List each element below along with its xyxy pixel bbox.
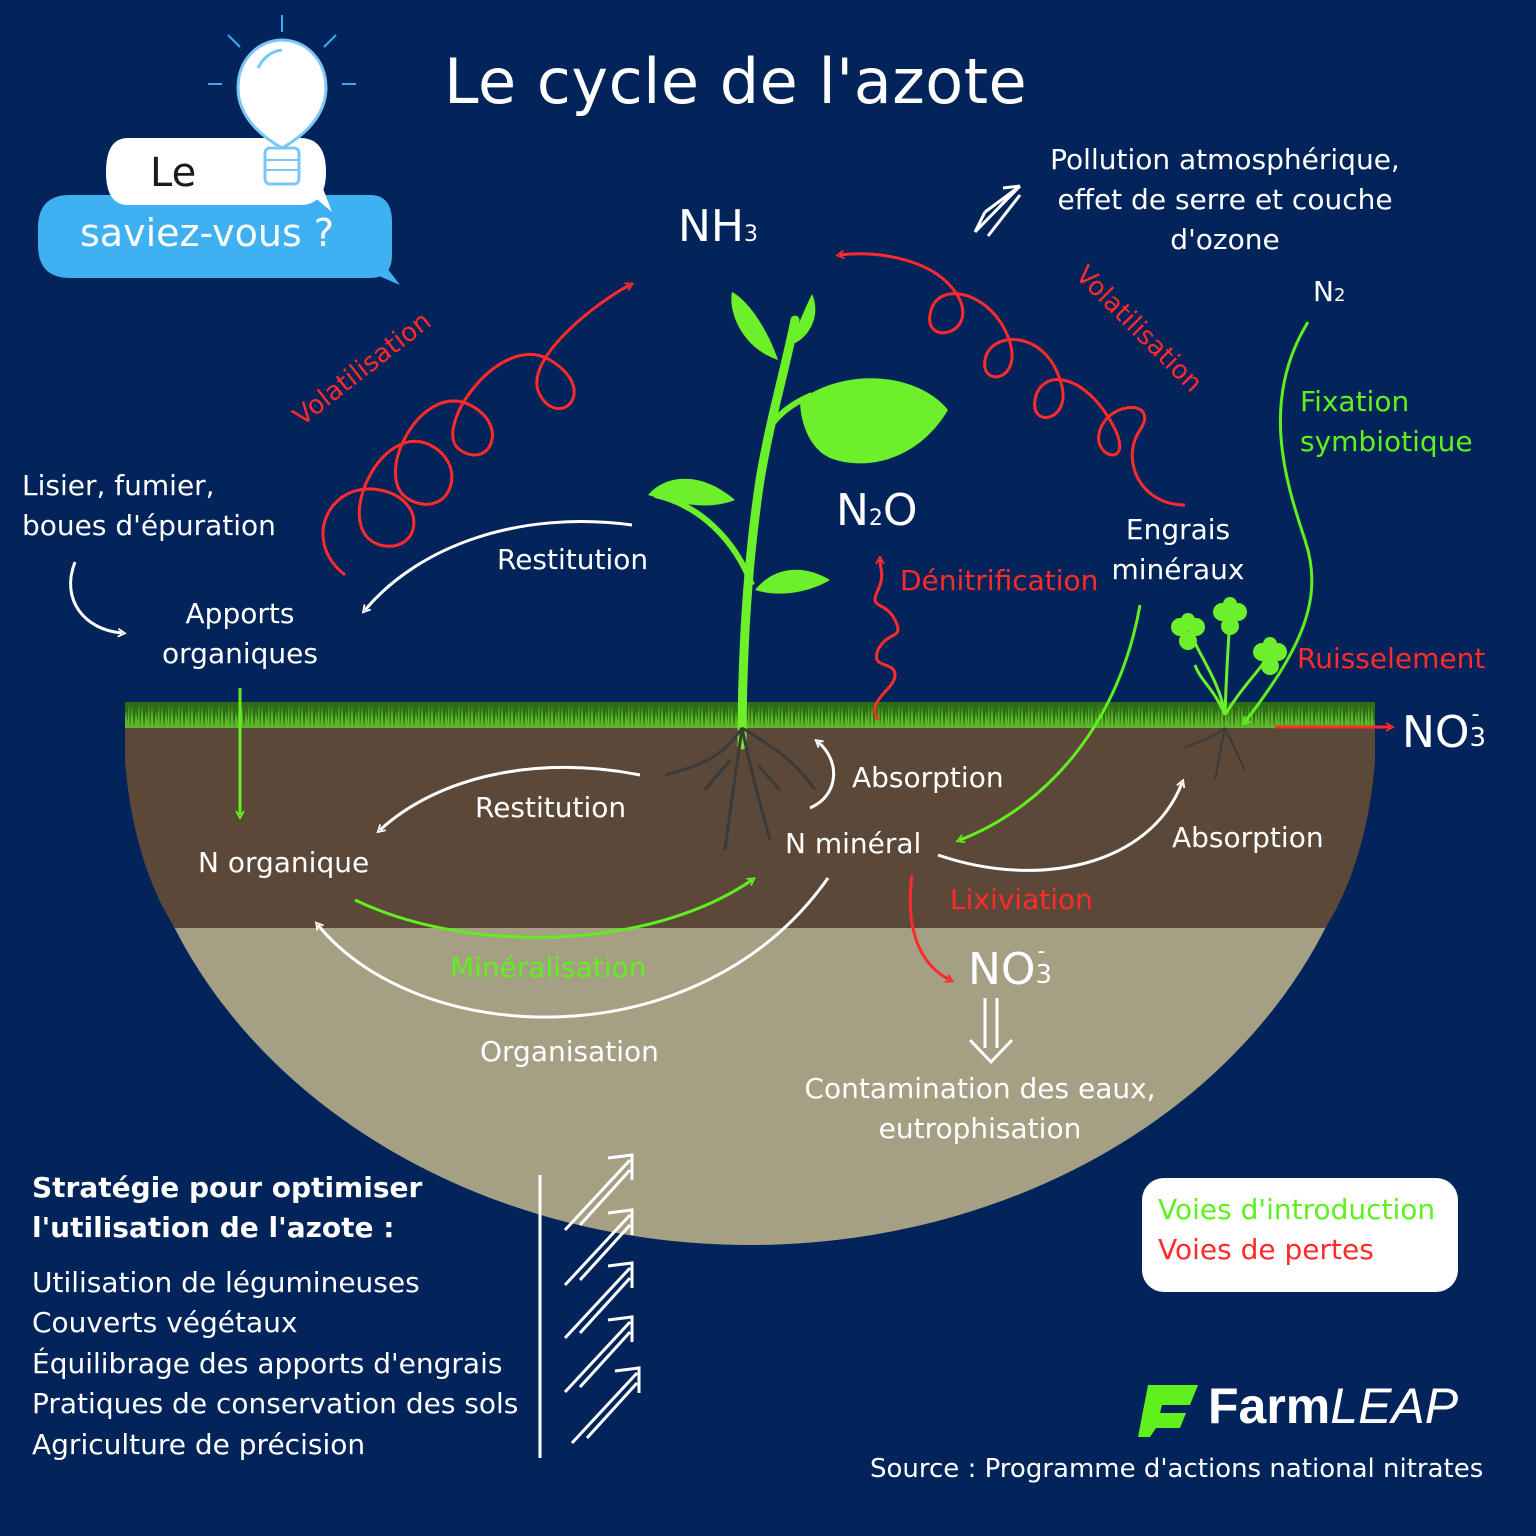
legend-introduction: Voies d'introduction (1158, 1193, 1436, 1226)
topsoil-layer (125, 725, 1375, 928)
mineralisation-arrow (354, 877, 756, 939)
n2o-label: N2O (836, 485, 918, 536)
restitution-top-arrow (361, 520, 633, 614)
apports-line2: organiques (162, 637, 318, 670)
strategy-item: Agriculture de précision (32, 1428, 366, 1461)
lixiviation-arrow (908, 874, 955, 983)
denitrification-curl (873, 555, 900, 721)
strategy-arrows (538, 1153, 641, 1458)
grass-strip (125, 702, 1375, 728)
strategy-heading-line2: l'utilisation de l'azote : (32, 1211, 395, 1244)
pollution-line3: d'ozone (1170, 223, 1280, 256)
apports-line1: Apports (185, 597, 295, 630)
strategy-item: Couverts végétaux (32, 1306, 298, 1339)
contamination-line1: Contamination des eaux, (804, 1072, 1156, 1105)
strategy-item: Utilisation de légumineuses (32, 1266, 420, 1299)
volatilisation-left-curl (321, 282, 635, 577)
mineralisation-label: Minéralisation (450, 951, 647, 984)
pollution-line2: effet de serre et couche (1057, 183, 1393, 216)
badge-line2: saviez-vous ? (80, 211, 335, 255)
pollution-line1: Pollution atmosphérique, (1050, 143, 1400, 176)
lisier-line2: boues d'épuration (22, 509, 276, 542)
fixation-line1: Fixation (1300, 385, 1410, 418)
absorption-plant-label: Absorption (852, 761, 1004, 794)
restitution-soil-label: Restitution (475, 791, 627, 824)
plant-icon (648, 292, 948, 851)
volatilisation-right-curl (835, 249, 1186, 507)
soil (125, 702, 1375, 1245)
absorption-clover-label: Absorption (1172, 821, 1324, 854)
strategy-item: Équilibrage des apports d'engrais (32, 1347, 503, 1380)
logo-wordmark: FarmLEAP (1208, 1378, 1459, 1434)
badge-line1: Le (150, 150, 197, 196)
absorption-clover-arrow (937, 778, 1186, 872)
n-mineral-label: N minéral (785, 827, 922, 860)
no3-leach-label: NO-3 (968, 939, 1053, 995)
n2-label: N2 (1313, 275, 1346, 308)
strategy-heading-line1: Stratégie pour optimiser (32, 1171, 423, 1204)
n-organique-label: N organique (198, 846, 370, 879)
fixation-line2: symbiotique (1300, 425, 1473, 458)
lightbulb-icon (208, 15, 356, 186)
contamination-arrow (968, 998, 1014, 1065)
lisier-line1: Lisier, fumier, (22, 469, 215, 502)
lisier-arrow (69, 561, 127, 638)
lixiviation-label: Lixiviation (950, 883, 1093, 916)
ruisselement-label: Ruisselement (1297, 642, 1486, 675)
source-note: Source : Programme d'actions national ni… (870, 1454, 1484, 1484)
nh3-label: NH3 (678, 201, 758, 252)
saviez-vous-badge (38, 15, 400, 285)
no3-runoff-label: NO-3 (1402, 702, 1487, 758)
pollution-arrow (973, 184, 1022, 237)
legend-box: Voies d'introduction Voies de pertes (1142, 1178, 1458, 1292)
fixation-arrow (1242, 321, 1314, 726)
organisation-arrow (314, 877, 830, 1019)
engrais-arrow (955, 604, 1142, 844)
restitution-top-label: Restitution (497, 543, 649, 576)
legend-pertes: Voies de pertes (1158, 1233, 1374, 1266)
denitrification-label: Dénitrification (900, 564, 1099, 597)
absorption-plant-arrow (809, 738, 835, 810)
restitution-soil-arrow (376, 765, 641, 834)
strategy-item: Pratiques de conservation des sols (32, 1387, 519, 1420)
contamination-line2: eutrophisation (878, 1112, 1082, 1145)
clover-icon (1171, 597, 1287, 781)
engrais-line2: minéraux (1111, 553, 1245, 586)
page-title: Le cycle de l'azote (444, 45, 1028, 118)
organisation-label: Organisation (480, 1035, 659, 1068)
engrais-line1: Engrais (1125, 513, 1231, 546)
logo-icon (1138, 1385, 1198, 1437)
